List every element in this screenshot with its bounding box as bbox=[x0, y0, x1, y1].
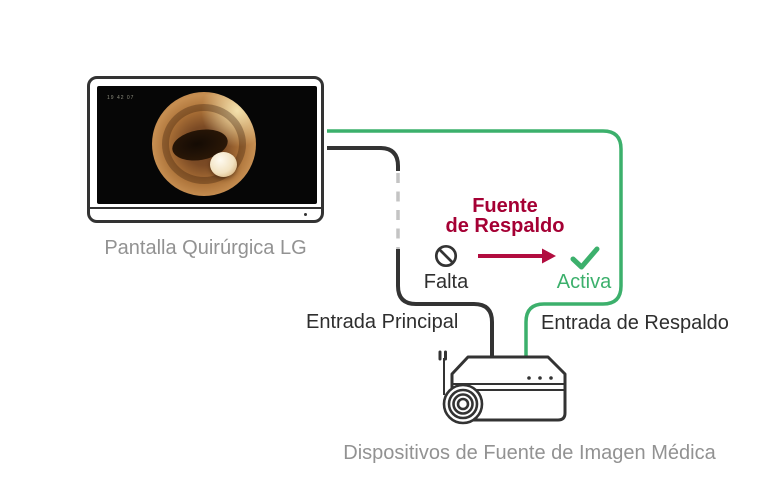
source-devices-label: Dispositivos de Fuente de Imagen Médica bbox=[343, 442, 716, 464]
backup-input-label: Entrada de Respaldo bbox=[541, 312, 729, 334]
power-led bbox=[304, 213, 307, 216]
backup-source-title-line1: Fuente bbox=[472, 195, 538, 217]
missing-label: Falta bbox=[423, 271, 469, 293]
primary-input-label: Entrada Principal bbox=[306, 311, 459, 333]
backup-source-title: Fuente de Respaldo bbox=[395, 196, 615, 236]
medical-device bbox=[438, 350, 567, 425]
monitor-label: Pantalla Quirúrgica LG bbox=[104, 237, 307, 259]
device-coil bbox=[442, 383, 484, 425]
device-indicator-dot bbox=[549, 376, 553, 380]
monitor-screen: 19 42 07 bbox=[97, 86, 317, 204]
arrow-right-icon bbox=[478, 248, 556, 264]
device-indicator-dot bbox=[538, 376, 542, 380]
endoscopy-image bbox=[152, 92, 256, 196]
backup-source-title-line2: de Respaldo bbox=[445, 215, 565, 237]
active-label: Activa bbox=[556, 271, 612, 293]
endoscopy-polyp bbox=[210, 152, 237, 177]
screen-osd-text: 19 42 07 bbox=[107, 95, 135, 101]
prohibition-icon bbox=[434, 244, 458, 268]
primary-wire-upper bbox=[327, 146, 400, 171]
monitor-bezel-line bbox=[90, 207, 321, 209]
check-icon bbox=[570, 246, 600, 270]
endoscopy-fold bbox=[162, 104, 246, 184]
monitor-frame: 19 42 07 bbox=[87, 76, 324, 223]
device-indicator-dot bbox=[527, 376, 531, 380]
